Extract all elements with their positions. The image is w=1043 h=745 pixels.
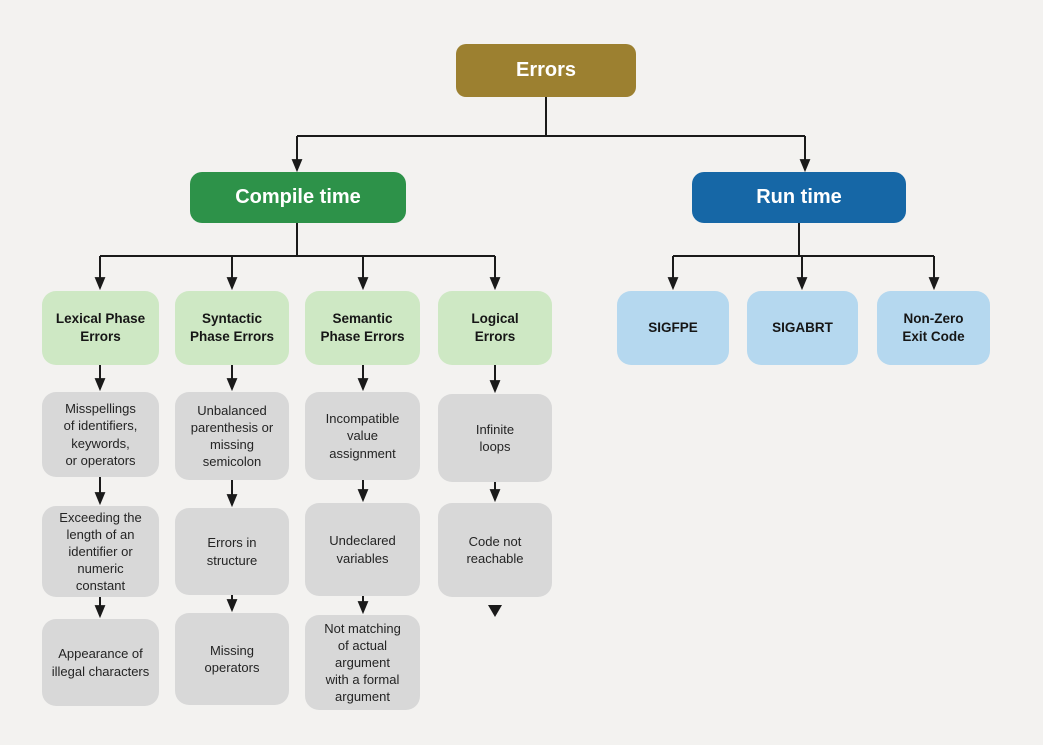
node-infinite-loops: Infinite loops [438, 394, 552, 482]
node-sigfpe: SIGFPE [617, 291, 729, 365]
node-misspellings: Misspellings of identifiers, keywords, o… [42, 392, 159, 477]
node-semantic-phase-errors: Semantic Phase Errors [305, 291, 420, 365]
dangling-arrowhead [488, 605, 502, 617]
node-errors-in-structure: Errors in structure [175, 508, 289, 595]
node-code-not-reachable: Code not reachable [438, 503, 552, 597]
node-sigabrt: SIGABRT [747, 291, 858, 365]
node-non-zero-exit-code: Non-Zero Exit Code [877, 291, 990, 365]
node-compile-time: Compile time [190, 172, 406, 223]
node-unbalanced-parenthesis: Unbalanced parenthesis or missing semico… [175, 392, 289, 480]
node-argument-mismatch: Not matching of actual argument with a f… [305, 615, 420, 710]
node-illegal-characters: Appearance of illegal characters [42, 619, 159, 706]
node-logical-errors: Logical Errors [438, 291, 552, 365]
node-missing-operators: Missing operators [175, 613, 289, 705]
node-undeclared-variables: Undeclared variables [305, 503, 420, 596]
node-exceeding-length: Exceeding the length of an identifier or… [42, 506, 159, 597]
node-errors: Errors [456, 44, 636, 97]
node-incompatible-assignment: Incompatible value assignment [305, 392, 420, 480]
node-run-time: Run time [692, 172, 906, 223]
node-syntactic-phase-errors: Syntactic Phase Errors [175, 291, 289, 365]
node-lexical-phase-errors: Lexical Phase Errors [42, 291, 159, 365]
